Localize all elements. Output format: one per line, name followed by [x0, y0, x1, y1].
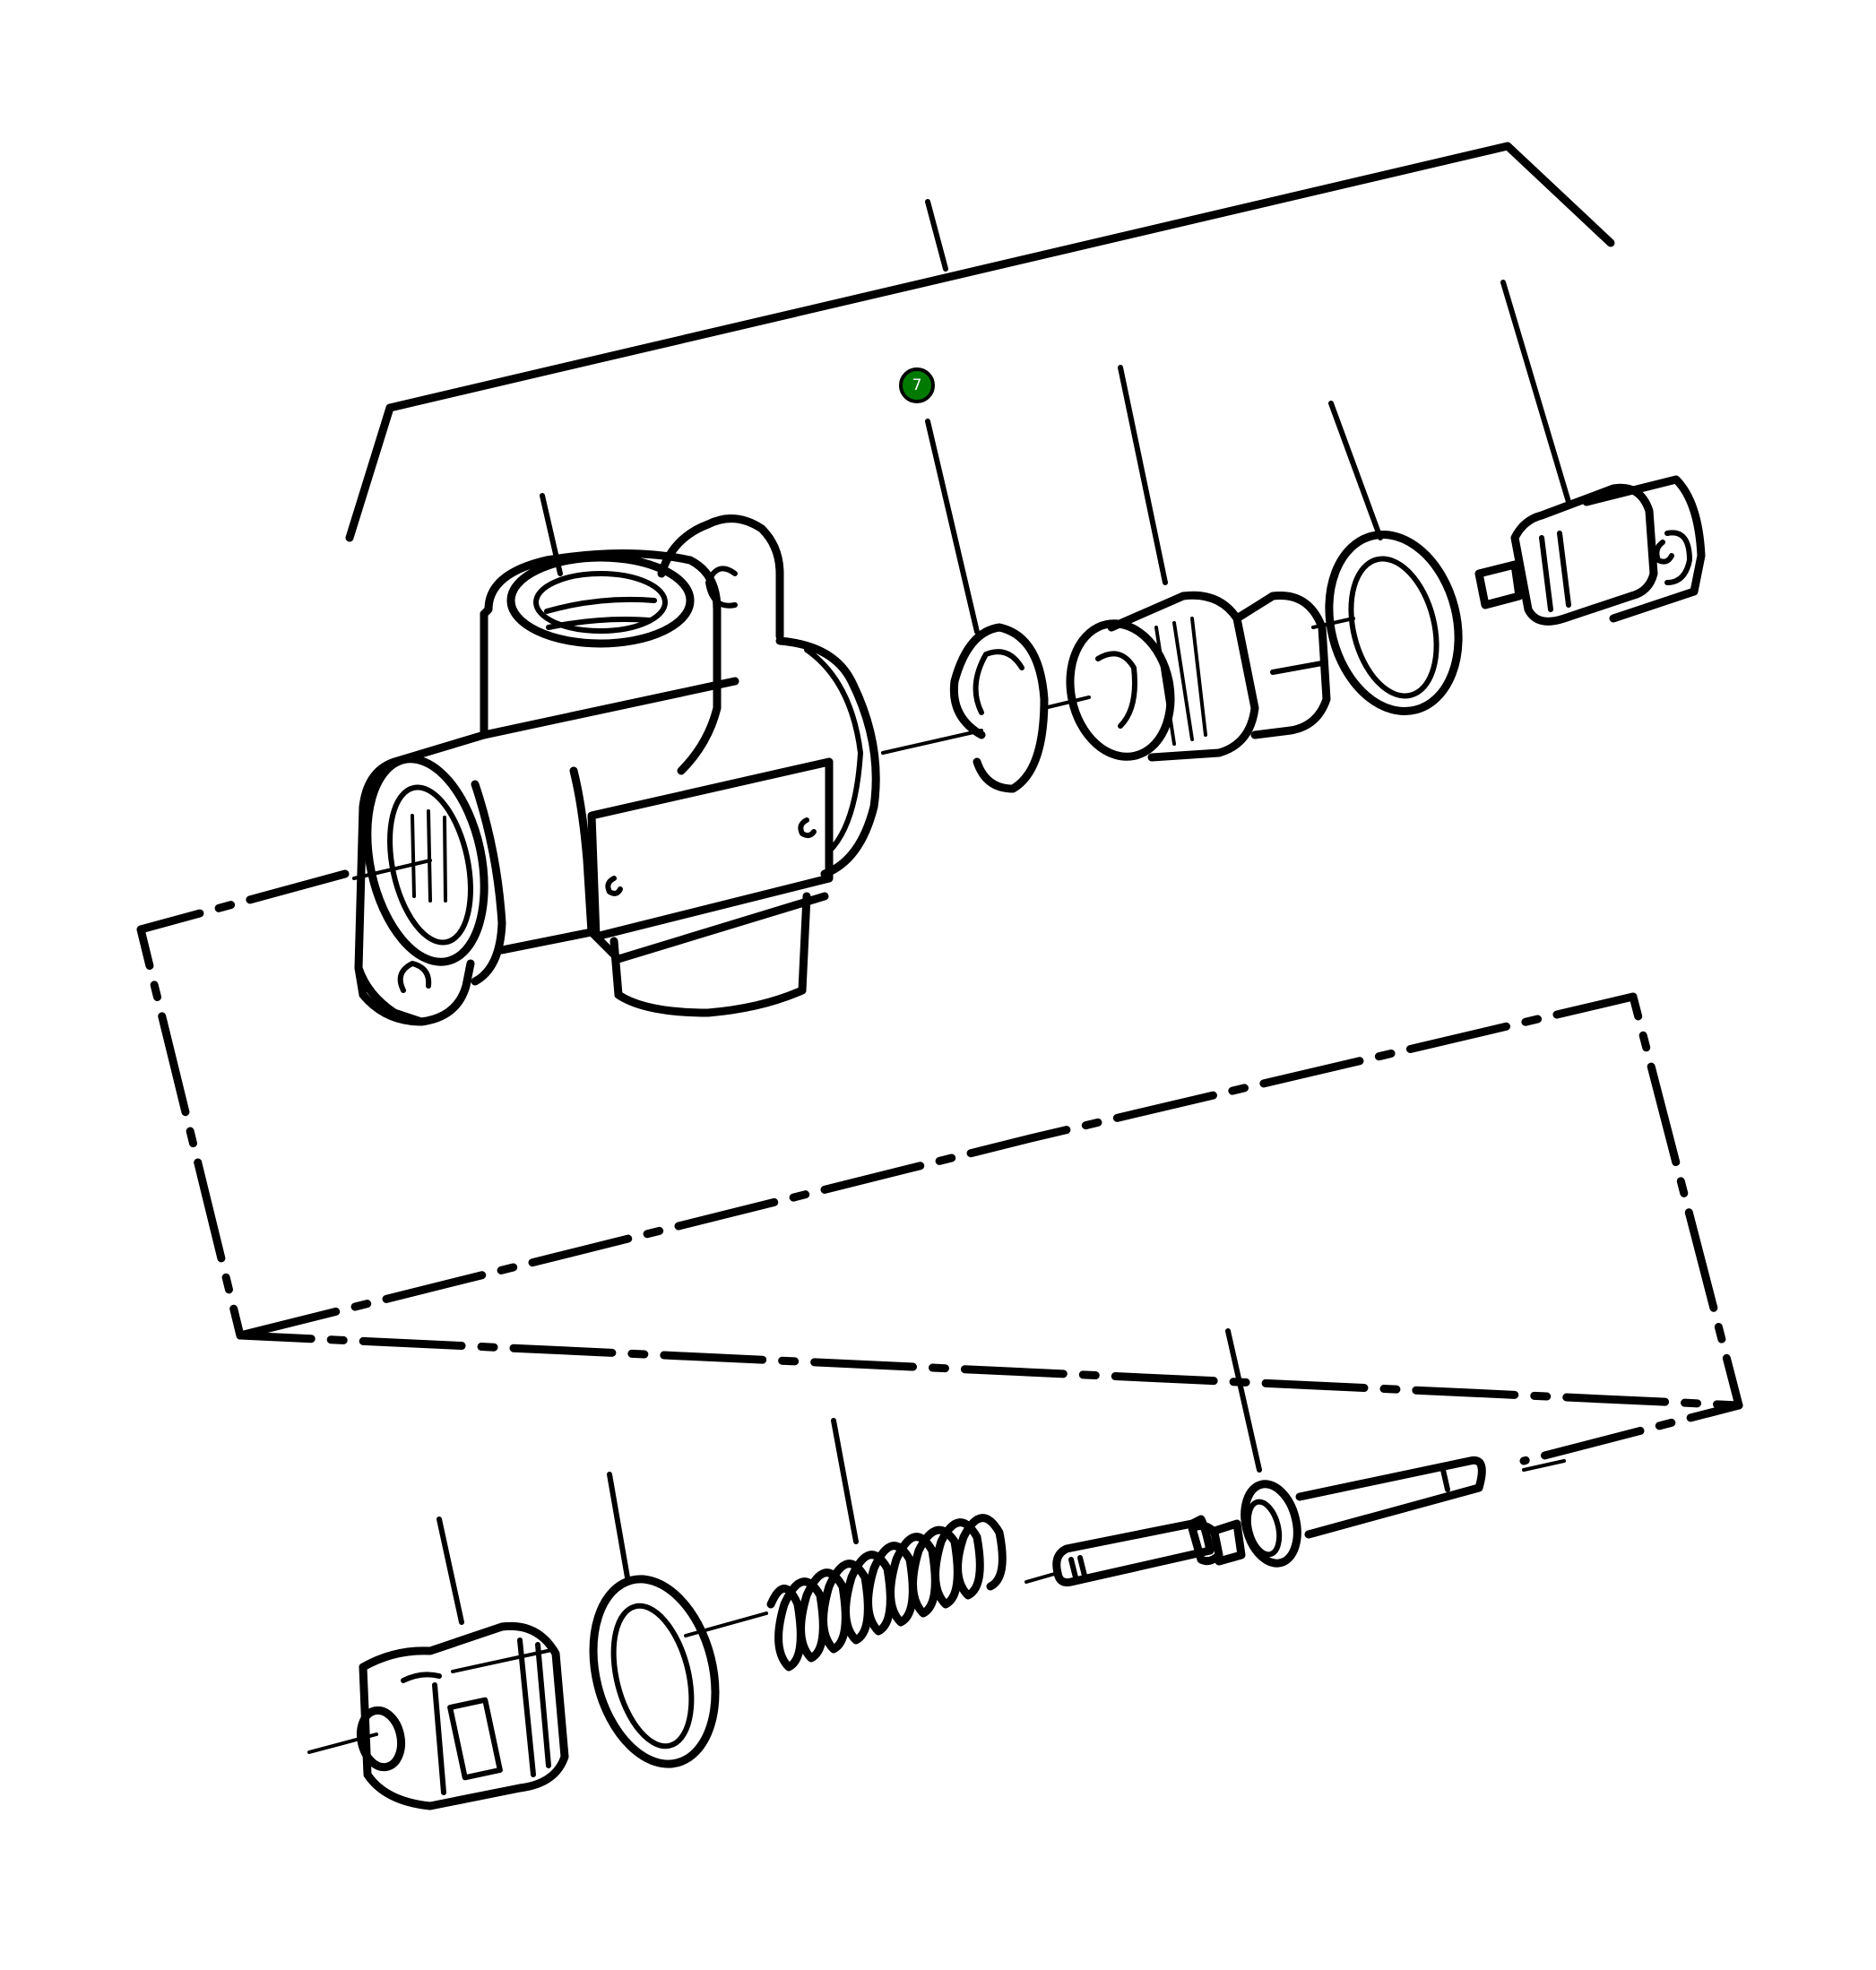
- leader-lines-upper: [540, 280, 1571, 635]
- assembly-bracket: [345, 142, 1615, 542]
- lower-axis-line: [307, 1459, 1566, 1754]
- leader-lines-lower: [437, 1328, 1262, 1625]
- valve-stem: [1052, 1456, 1486, 1586]
- dash-dot-frame: [136, 869, 1743, 1465]
- callout-label: 7: [912, 376, 922, 394]
- valve-cap: [1474, 475, 1706, 626]
- threaded-plug: [1066, 591, 1331, 762]
- sealing-washer-upper: [1325, 531, 1463, 715]
- valve-body: [352, 514, 880, 1026]
- end-plug: [356, 1621, 569, 1810]
- sealing-washer-lower: [589, 1575, 720, 1768]
- snap-ring: [949, 623, 1049, 793]
- callout-marker-7[interactable]: 7: [899, 367, 935, 403]
- spring: [766, 1514, 1007, 1672]
